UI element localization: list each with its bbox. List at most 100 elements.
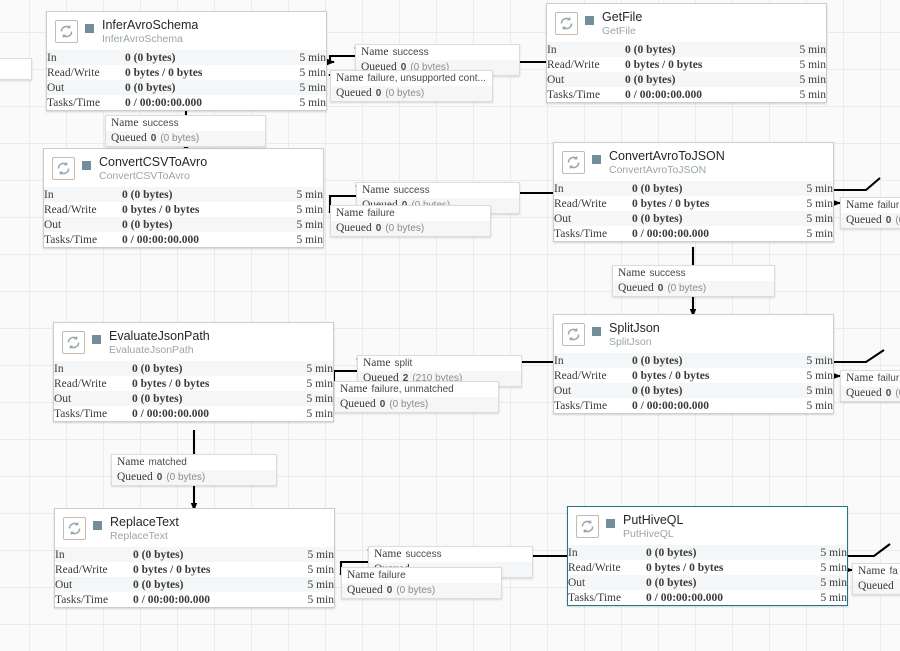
connection-name-key: Name (336, 207, 364, 219)
stat-label-tasks_time: Tasks/Time (55, 593, 109, 606)
connection-queued-size: (0 bytes) (385, 88, 425, 99)
connection-queued-size: (210 bytes) (412, 373, 463, 384)
processor-type: EvaluateJsonPath (109, 343, 194, 356)
connection-name-key: Name (363, 357, 391, 369)
processor-refresh-icon (562, 151, 585, 174)
connection-queued-size: (0 bytes) (389, 399, 429, 410)
stat-value-out: 0 (0 bytes) (125, 81, 176, 94)
stat-value-read_write: 0 bytes / 0 bytes (646, 561, 724, 574)
connection-name-value: success (649, 268, 686, 279)
stat-window-in: 5 min (296, 188, 323, 201)
stat-label-out: Out (44, 218, 62, 231)
connection-queued-size: (0 bytes) (166, 472, 206, 483)
connection-name-value: failur (877, 200, 900, 211)
connection-queued-count: 0 (150, 133, 157, 144)
connection-queued-key: Queued (340, 398, 376, 410)
processor-refresh-icon (576, 515, 599, 538)
stat-window-tasks_time: 5 min (799, 88, 826, 101)
stat-value-in: 0 (0 bytes) (625, 43, 676, 56)
stopped-status-icon (92, 335, 101, 344)
stat-window-tasks_time: 5 min (806, 399, 833, 412)
stat-value-in: 0 (0 bytes) (132, 362, 183, 375)
stat-label-out: Out (554, 384, 572, 397)
stat-value-out: 0 (0 bytes) (132, 392, 183, 405)
connection-name-key: Name (362, 184, 390, 196)
connection-queued-value: 0(0 bytes) (151, 133, 199, 144)
stat-window-read_write: 5 min (806, 197, 833, 210)
connection-name-value: success (405, 549, 442, 560)
connection-name-key: Name (618, 267, 646, 279)
connection-queued-count: 0 (386, 585, 393, 596)
connection-queued-key: Queued (846, 214, 882, 226)
stat-window-tasks_time: 5 min (306, 407, 333, 420)
stat-value-tasks_time: 0 / 00:00:00.000 (125, 96, 202, 109)
connection-name-value: failur (877, 373, 900, 384)
stat-window-in: 5 min (820, 546, 847, 559)
stat-value-tasks_time: 0 / 00:00:00.000 (122, 233, 199, 246)
stat-window-read_write: 5 min (306, 377, 333, 390)
processor-name: SplitJson (609, 322, 660, 335)
connection-name-key: Name (117, 456, 145, 468)
stat-window-read_write: 5 min (299, 66, 326, 79)
stat-label-out: Out (568, 576, 586, 589)
stat-window-out: 5 min (820, 576, 847, 589)
stopped-status-icon (93, 521, 102, 530)
stat-label-read_write: Read/Write (554, 369, 607, 382)
stat-value-out: 0 (0 bytes) (632, 212, 683, 225)
connection-queued-count: 0 (375, 223, 382, 234)
connection-queued-value: 0(0 bytes) (376, 223, 424, 234)
stat-value-out: 0 (0 bytes) (133, 578, 184, 591)
connection-name-key: Name (374, 548, 402, 560)
processor-name: ConvertCSVToAvro (99, 156, 208, 169)
stat-label-out: Out (54, 392, 72, 405)
stat-window-tasks_time: 5 min (307, 593, 334, 606)
connection-name-key: Name (340, 383, 368, 395)
stat-label-in: In (55, 548, 65, 561)
stopped-status-icon (85, 24, 94, 33)
processor-type: InferAvroSchema (102, 32, 183, 45)
processor-name: ReplaceText (110, 516, 179, 529)
connection-name-key: Name (361, 46, 389, 58)
connection-queued-value: 0(0 bytes) (157, 472, 205, 483)
